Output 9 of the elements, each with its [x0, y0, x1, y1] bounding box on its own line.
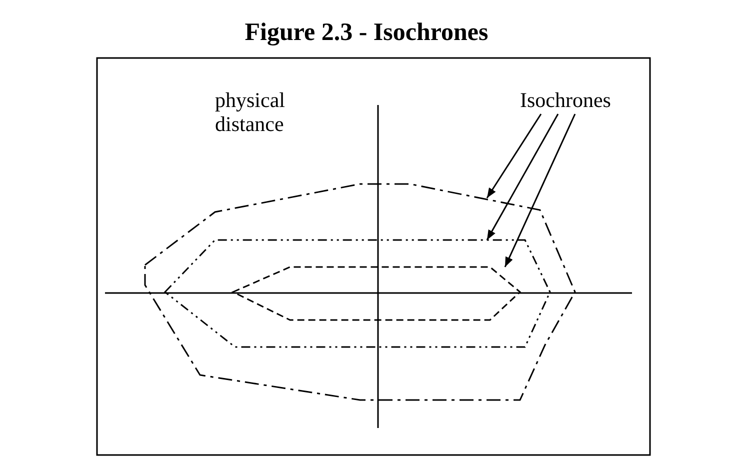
figure-title: Figure 2.3 - Isochrones	[244, 18, 490, 48]
axis-note: physical distance	[215, 88, 286, 136]
leader-arrow	[486, 114, 542, 198]
leader-arrow	[486, 114, 559, 240]
isochrone-polygon	[164, 239, 551, 348]
isochrone-polygon	[144, 183, 576, 401]
leader-arrow	[504, 114, 576, 268]
callout-label: Isochrones	[520, 88, 611, 112]
isochrone-polygon	[231, 266, 522, 321]
